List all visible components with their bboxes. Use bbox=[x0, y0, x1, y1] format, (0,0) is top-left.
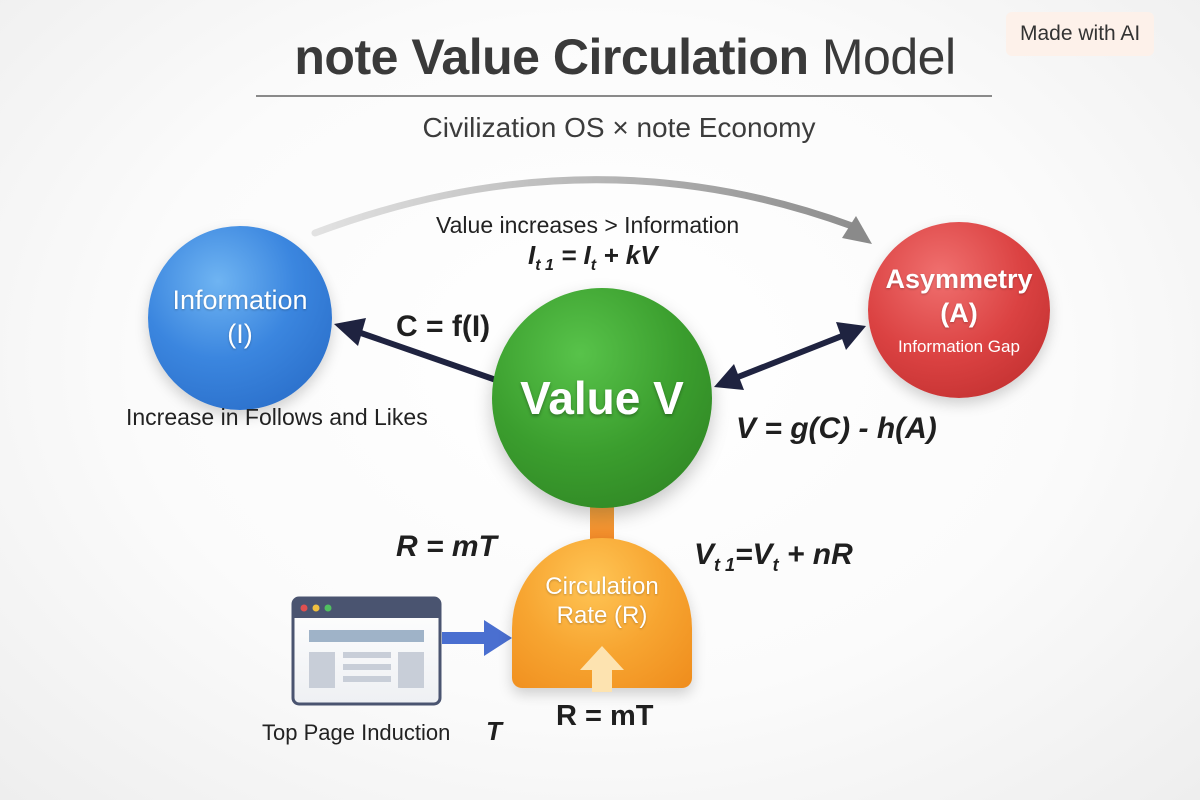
follows-likes-label: Increase in Follows and Likes bbox=[126, 404, 428, 430]
page-to-rate-arrowhead bbox=[484, 620, 512, 656]
asymmetry-node: Asymmetry (A) Information Gap bbox=[868, 222, 1050, 398]
page-subtitle: Civilization OS × note Economy bbox=[422, 112, 816, 143]
title-divider bbox=[256, 95, 992, 97]
v-eq: =V bbox=[735, 538, 773, 571]
info-eq: = I bbox=[561, 240, 591, 270]
value-asymmetry-arrowhead-left bbox=[714, 364, 744, 390]
page-to-rate-arrow bbox=[442, 632, 486, 644]
v-rhs-sub: t bbox=[772, 555, 779, 575]
info-lhs-sub: t 1 bbox=[535, 257, 554, 275]
value-update-formula: Vt 1=Vt + nR bbox=[694, 538, 853, 576]
asymmetry-node-label: Asymmetry bbox=[885, 264, 1033, 295]
value-to-information-arrow bbox=[357, 329, 497, 383]
made-with-ai-badge: Made with AI bbox=[1006, 12, 1155, 56]
value-to-information-arrowhead bbox=[334, 318, 366, 346]
value-node-label: Value V bbox=[520, 372, 684, 424]
gray-arc-arrowhead bbox=[842, 216, 872, 244]
value-increases-label: Value increases > Information bbox=[436, 212, 740, 238]
v-lhs-sub: t 1 bbox=[714, 555, 736, 575]
gray-arc-arrow bbox=[311, 176, 856, 237]
value-asymmetry-arrow bbox=[736, 333, 844, 380]
v-equals-g-formula: V = g(C) - h(A) bbox=[736, 412, 937, 445]
information-node: Information (I) bbox=[148, 226, 332, 410]
value-node: Value V bbox=[492, 288, 712, 508]
info-rhs-sub: t bbox=[590, 257, 597, 275]
asymmetry-node-symbol: (A) bbox=[940, 298, 978, 328]
title-light: Model bbox=[821, 29, 956, 85]
browser-window-icon bbox=[291, 596, 442, 706]
r-equals-mt-bottom-formula: R = mT bbox=[556, 700, 654, 732]
information-update-formula: It 1 = It + kV bbox=[528, 240, 658, 275]
r-equals-mt-left-formula: R = mT bbox=[396, 530, 497, 563]
circulation-rate-line1: Circulation bbox=[545, 573, 659, 601]
title-bold: note Value Circulation bbox=[294, 29, 809, 85]
asymmetry-node-sub: Information Gap bbox=[898, 336, 1020, 356]
v-lhs: V bbox=[694, 538, 715, 571]
page-title: note Value Circulation Model bbox=[0, 28, 1200, 86]
value-asymmetry-arrowhead-right bbox=[836, 322, 866, 350]
information-node-symbol: (I) bbox=[227, 319, 253, 349]
top-page-induction-label: Top Page Induction bbox=[262, 720, 451, 745]
circulation-rate-line2: Rate (R) bbox=[556, 602, 648, 629]
c-equals-f-formula: C = f(I) bbox=[396, 310, 491, 343]
rate-inner-up-arrow-icon bbox=[580, 646, 624, 692]
t-symbol: T bbox=[486, 716, 502, 746]
information-node-label: Information bbox=[172, 285, 308, 316]
v-tail: + nR bbox=[786, 538, 853, 571]
info-lhs: I bbox=[528, 240, 536, 270]
info-tail: + kV bbox=[603, 240, 658, 270]
circulation-rate-label: Circulation Rate (R) bbox=[545, 573, 658, 631]
